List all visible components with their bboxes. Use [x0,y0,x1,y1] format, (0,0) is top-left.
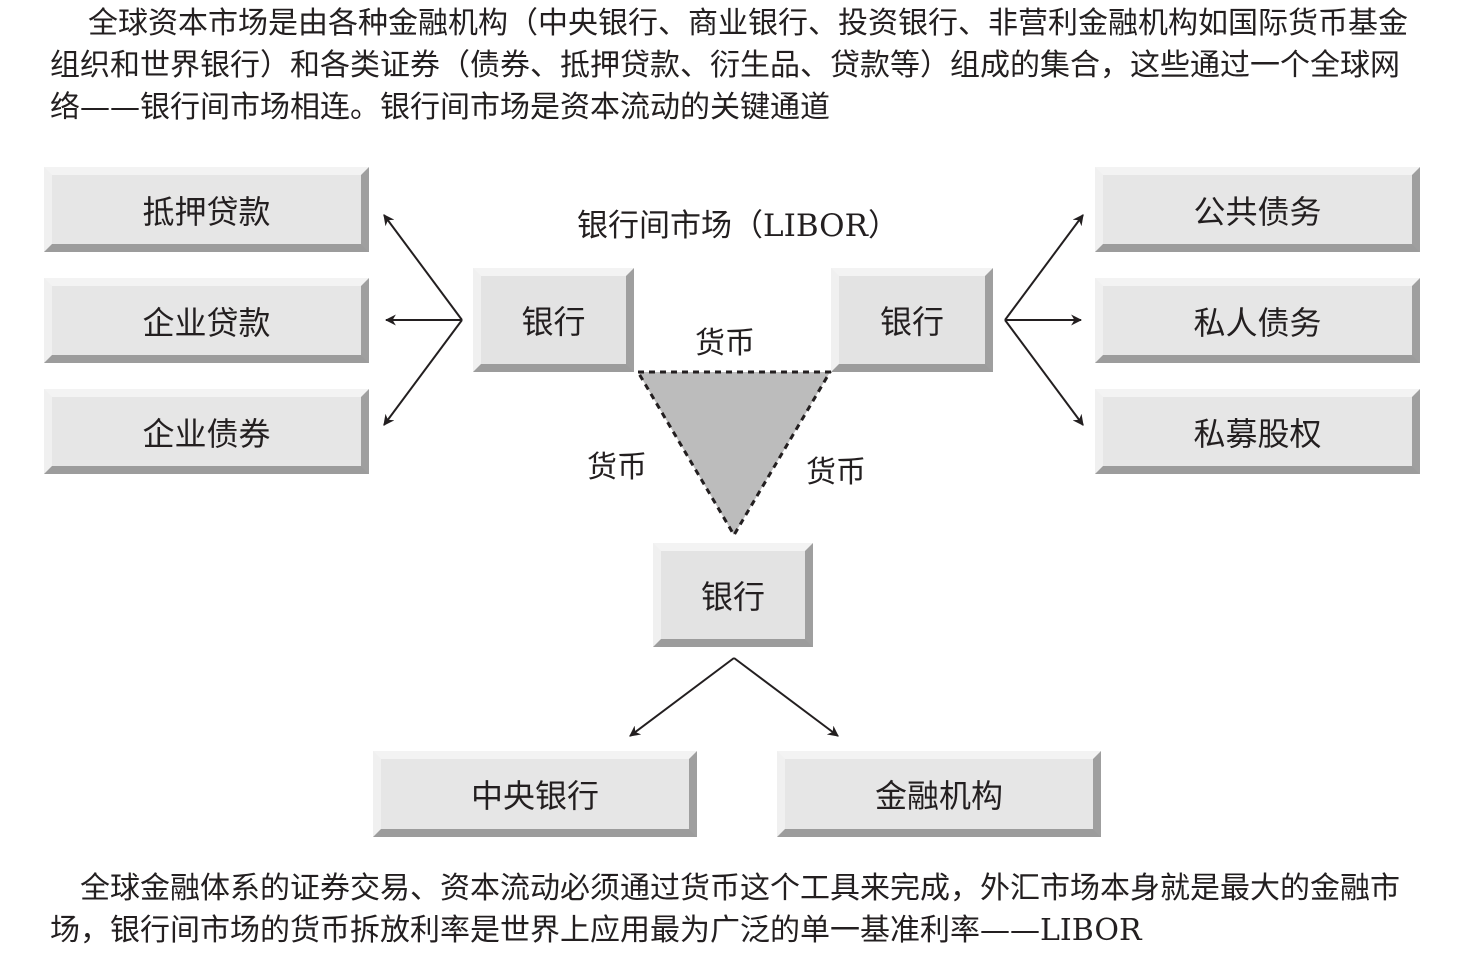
arrow-to-public-debt [1004,214,1084,321]
arrow-to-mortgage-loans [383,214,463,321]
arrow-to-corporate-bonds [383,319,463,426]
box-central-bank: 中央银行 [373,751,697,837]
bank-left: 银行 [473,268,634,372]
interbank-market-title: 银行间市场（LIBOR） [577,208,899,244]
currency-label-right: 货币 [806,455,866,490]
box-private-equity: 私募股权 [1095,389,1420,474]
currency-label-left: 货币 [587,450,647,485]
box-private-debt: 私人债务 [1095,278,1420,363]
bank-right: 银行 [831,268,993,372]
currency-label-top: 货币 [695,326,755,361]
currency-triangle [635,370,833,538]
box-mortgage-loans: 抵押贷款 [44,167,369,252]
box-financial-institutions: 金融机构 [777,751,1101,837]
outro-paragraph: 全球金融体系的证券交易、资本流动必须通过货币这个工具来完成，外汇市场本身就是最大… [50,871,1400,948]
intro-paragraph: 全球资本市场是由各种金融机构（中央银行、商业银行、投资银行、非营利金融机构如国际… [50,6,1408,125]
arrow-to-central-bank [629,657,735,737]
arrow-to-private-equity [1004,319,1084,426]
box-public-debt: 公共债务 [1095,167,1420,252]
box-corporate-loans: 企业贷款 [44,278,369,363]
bank-bottom: 银行 [653,543,813,647]
arrow-to-financial-institutions [733,657,839,737]
box-corporate-bonds: 企业债券 [44,389,369,474]
